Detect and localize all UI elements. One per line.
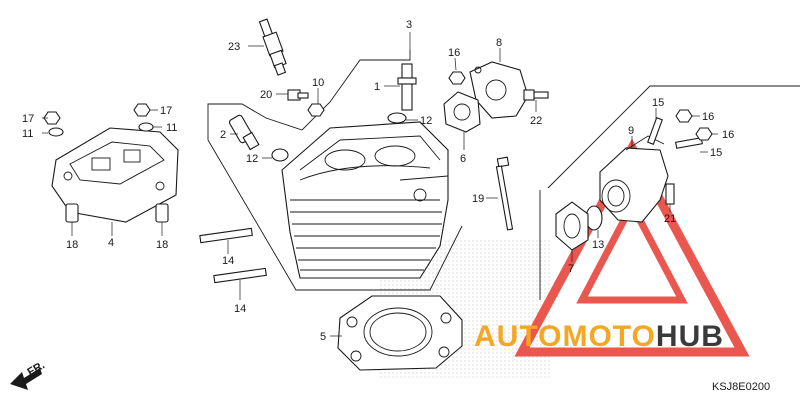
intake-manifold-part-9 <box>599 135 669 223</box>
nut-part-10 <box>307 103 325 117</box>
diagram-code: KSJ8E0200 <box>712 381 770 393</box>
bolt-part-20 <box>287 89 309 101</box>
insulator-part-7 <box>555 201 589 251</box>
callout-7: 7 <box>568 263 574 275</box>
callout-16c: 16 <box>722 129 734 141</box>
callout-17b: 17 <box>160 105 172 117</box>
callout-15b: 15 <box>710 147 722 159</box>
callout-19: 19 <box>472 193 484 205</box>
callout-8: 8 <box>496 37 502 49</box>
watermark-logo-icon <box>514 138 750 357</box>
callout-15a: 15 <box>652 97 664 109</box>
front-direction-arrow-icon: FR. <box>10 359 47 390</box>
callout-14a: 14 <box>222 255 234 267</box>
direction-label: FR. <box>26 359 47 378</box>
spark-plug-part <box>258 18 287 76</box>
cylinder-head-cover-part <box>51 127 179 223</box>
callout-6: 6 <box>460 153 466 165</box>
callout-16b: 16 <box>702 111 714 123</box>
stud-bolt-14a <box>199 227 253 244</box>
callout-14b: 14 <box>234 303 246 315</box>
washer-11a <box>48 127 64 137</box>
svg-text:AUTOMOTOHUB: AUTOMOTOHUB <box>474 320 724 353</box>
stud-part-1 <box>397 63 417 111</box>
bolt-part-22 <box>523 89 549 101</box>
callout-18b: 18 <box>156 239 168 251</box>
callout-20: 20 <box>260 89 272 101</box>
dowel-pin-18b <box>155 203 169 223</box>
stud-part-2 <box>228 114 260 151</box>
nut-16c <box>695 127 713 141</box>
callout-4: 4 <box>108 237 114 249</box>
watermark-text: AUTOMOTOHUB <box>474 320 724 353</box>
stud-bolt-14b <box>213 267 267 284</box>
bolt-part-21 <box>665 183 675 205</box>
cylinder-head-boundary <box>207 50 463 291</box>
cylinder-head-part <box>281 121 449 279</box>
nut-16a <box>448 71 466 85</box>
watermark-brand-b: HUB <box>656 320 724 353</box>
callout-13: 13 <box>592 239 604 251</box>
o-ring-12b <box>271 148 289 162</box>
callout-21: 21 <box>664 213 676 225</box>
gasket-part-6 <box>443 91 481 133</box>
callout-23: 23 <box>228 41 240 53</box>
callout-10: 10 <box>312 77 324 89</box>
nut-16b <box>675 109 693 123</box>
callout-12b: 12 <box>246 153 258 165</box>
o-ring-12a <box>387 112 407 124</box>
dowel-pin-18a <box>65 203 79 223</box>
callout-12a: 12 <box>420 115 432 127</box>
washer-11b <box>138 122 154 132</box>
callout-2: 2 <box>220 129 226 141</box>
callout-11a: 11 <box>22 128 33 140</box>
leader-lines <box>42 32 718 337</box>
callout-9: 9 <box>628 125 634 137</box>
stud-15a <box>647 117 663 145</box>
callout-22: 22 <box>530 115 542 127</box>
callout-16: 16 <box>448 47 460 59</box>
manifold-part-8 <box>469 61 529 119</box>
stud-15b <box>675 137 703 149</box>
callout-5: 5 <box>320 331 326 343</box>
nut-17b <box>133 103 151 117</box>
callout-3: 3 <box>406 19 412 31</box>
long-bolt-part-19 <box>495 156 514 231</box>
callout-11b: 11 <box>166 122 177 134</box>
callout-1: 1 <box>374 81 380 93</box>
intake-boundary <box>547 85 800 189</box>
callout-17a: 17 <box>22 113 34 125</box>
callout-labels: 23 3 16 8 10 1 20 12 22 17 17 11 11 2 12… <box>22 19 734 343</box>
callout-18a: 18 <box>66 239 78 251</box>
head-gasket-part <box>337 295 463 371</box>
watermark-brand-a: AUTOMOTO <box>474 320 656 353</box>
